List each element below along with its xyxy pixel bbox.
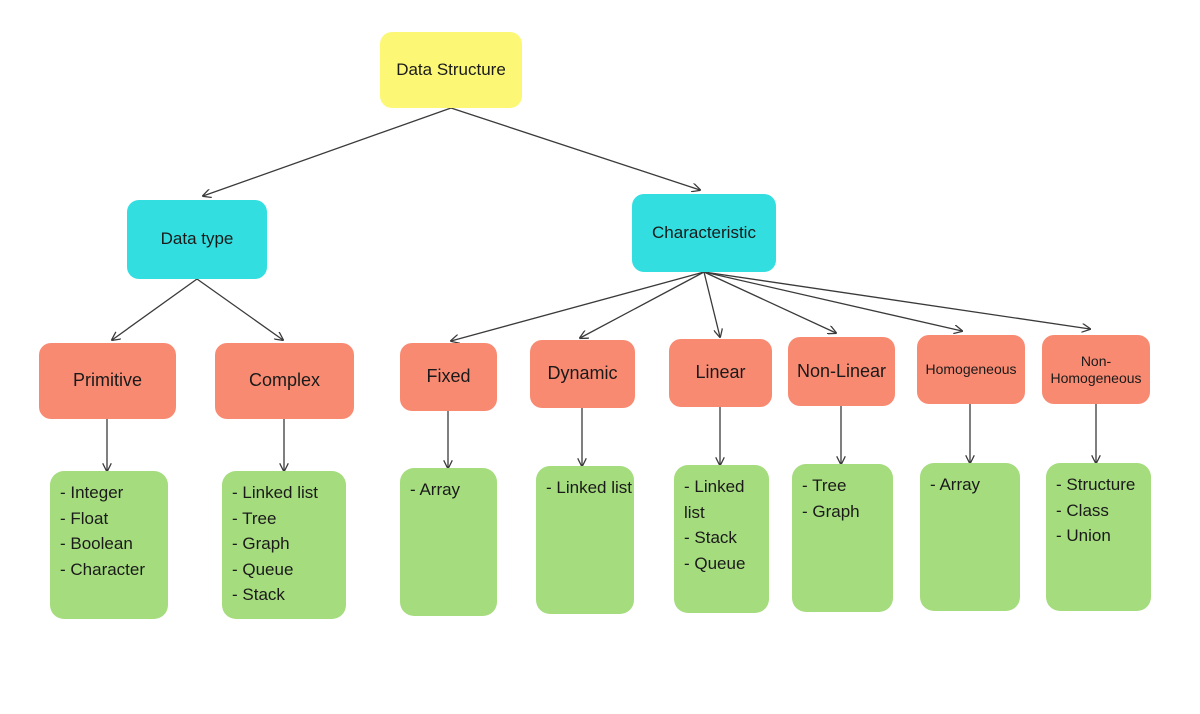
leaf-list: - Array xyxy=(410,477,497,503)
leaf-list: - Tree - Graph xyxy=(802,473,893,524)
leaf-list: - Array xyxy=(930,472,1020,498)
leaf-primitive-types[interactable]: - Integer - Float - Boolean - Character xyxy=(50,471,168,619)
node-non-homogeneous[interactable]: Non- Homogeneous xyxy=(1042,335,1150,404)
leaf-dynamic-types[interactable]: - Linked list xyxy=(536,466,634,614)
node-label: Data Structure xyxy=(396,59,506,79)
leaf-homogeneous-types[interactable]: - Array xyxy=(920,463,1020,611)
leaf-item: - Linked list xyxy=(546,478,632,497)
edge-root-to-characteristic xyxy=(450,107,700,190)
leaf-item: - Boolean xyxy=(60,534,133,553)
node-label: Complex xyxy=(248,370,321,391)
leaf-list: - Structure - Class - Union xyxy=(1056,472,1151,549)
leaf-complex-types[interactable]: - Linked list - Tree - Graph - Queue - Stack xyxy=(222,471,346,619)
leaf-fixed-types[interactable]: - Array xyxy=(400,468,497,616)
node-linear[interactable]: Linear xyxy=(669,339,772,407)
node-label: Fixed xyxy=(426,366,471,387)
node-label: Data type xyxy=(160,229,234,249)
node-dynamic[interactable]: Dynamic xyxy=(530,340,635,408)
leaf-list: - Linked list xyxy=(546,475,634,501)
leaf-item: - Linked list xyxy=(232,483,318,502)
node-complex[interactable]: Complex xyxy=(215,343,354,419)
leaf-list: - Integer - Float - Boolean - Character xyxy=(60,480,168,582)
node-label: Dynamic xyxy=(547,363,618,384)
leaf-non-linear-types[interactable]: - Tree - Graph xyxy=(792,464,893,612)
node-primitive[interactable]: Primitive xyxy=(39,343,176,419)
leaf-item: - Stack xyxy=(684,528,737,547)
leaf-item: - Structure xyxy=(1056,475,1136,494)
leaf-list: - Linked list - Stack - Queue xyxy=(684,474,769,576)
edge-characteristic-to-non-linear xyxy=(703,271,836,333)
leaf-item: - Graph xyxy=(232,534,290,553)
leaf-item: - Graph xyxy=(802,501,860,521)
node-label: Linear xyxy=(695,362,746,383)
node-label: Non- Homogeneous xyxy=(1050,352,1142,386)
leaf-item: - Float xyxy=(60,508,109,528)
node-label: Homogeneous xyxy=(925,361,1017,378)
node-label: Characteristic xyxy=(652,222,756,242)
edge-data-type-to-complex xyxy=(196,278,283,340)
leaf-item: - Union xyxy=(1056,526,1111,545)
edge-characteristic-to-dynamic xyxy=(580,271,705,338)
leaf-item: - Tree xyxy=(232,508,277,528)
node-non-linear[interactable]: Non-Linear xyxy=(788,337,895,406)
node-data-structure[interactable]: Data Structure xyxy=(380,32,522,108)
leaf-item: - Class xyxy=(1056,500,1109,520)
leaf-item: - Tree xyxy=(802,476,847,495)
node-label: Primitive xyxy=(72,370,142,391)
node-characteristic[interactable]: Characteristic xyxy=(632,194,776,272)
edge-characteristic-to-non-homogeneous xyxy=(703,271,1090,329)
leaf-linear-types[interactable]: - Linked list - Stack - Queue xyxy=(674,465,769,613)
leaf-item: - Stack xyxy=(232,585,285,604)
edge-characteristic-to-linear xyxy=(703,271,720,337)
node-label: Non-Linear xyxy=(796,360,887,381)
edge-characteristic-to-homogeneous xyxy=(703,271,962,331)
leaf-item: - Queue xyxy=(684,553,746,573)
leaf-item: - Array xyxy=(410,480,461,499)
node-homogeneous[interactable]: Homogeneous xyxy=(917,335,1025,404)
edge-data-type-to-primitive xyxy=(112,278,198,340)
leaf-item: - Linked list xyxy=(684,477,745,522)
node-fixed[interactable]: Fixed xyxy=(400,343,497,411)
leaf-item: - Character xyxy=(60,559,146,579)
leaf-item: - Integer xyxy=(60,483,124,502)
leaf-item: - Array xyxy=(930,475,981,494)
edge-root-to-data-type xyxy=(203,107,452,196)
leaf-non-homogeneous-types[interactable]: - Structure - Class - Union xyxy=(1046,463,1151,611)
leaf-list: - Linked list - Tree - Graph - Queue - Stack xyxy=(232,480,346,608)
edge-characteristic-to-fixed xyxy=(451,271,705,341)
node-data-type[interactable]: Data type xyxy=(127,200,267,279)
leaf-item: - Queue xyxy=(232,559,294,579)
